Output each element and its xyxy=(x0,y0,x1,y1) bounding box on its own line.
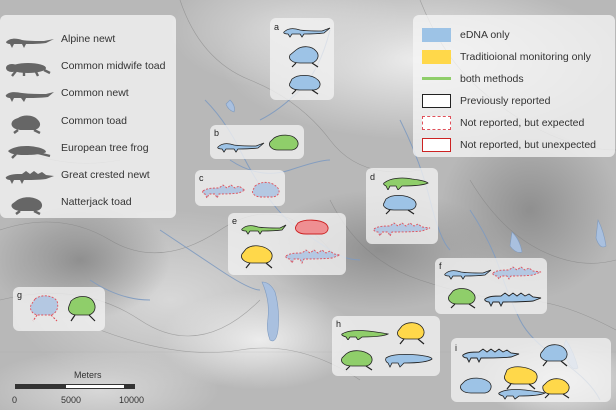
legend-label: Natterjack toad xyxy=(61,196,132,208)
species-legend: Alpine newt Common midwife toad Common n… xyxy=(0,15,176,218)
method-label: both methods xyxy=(460,73,524,85)
method-label: Traditioional monitoring only xyxy=(460,51,591,63)
european-tree-frog-icon xyxy=(498,389,547,400)
great-crested-newt-icon xyxy=(373,222,431,238)
common-toad-icon xyxy=(241,245,273,269)
site-a: a xyxy=(270,18,334,100)
scale-tick: 5000 xyxy=(61,395,82,405)
european-tree-frog-icon xyxy=(241,224,287,235)
natterjack-toad-icon xyxy=(252,181,280,198)
site-letter: h xyxy=(336,319,342,329)
site-letter: g xyxy=(17,290,23,300)
common-toad-icon xyxy=(460,377,492,394)
scale-segment xyxy=(125,384,135,389)
legend-item-alpine-newt: Alpine newt xyxy=(0,30,176,52)
legend-label: European tree frog xyxy=(61,142,149,154)
site-letter: i xyxy=(455,343,457,353)
alpine-newt-icon xyxy=(217,142,265,153)
legend-label: Great crested newt xyxy=(61,169,150,181)
site-letter: b xyxy=(214,128,220,138)
scale-tick: 0 xyxy=(12,395,18,405)
edna-swatch xyxy=(422,28,451,42)
common-toad-icon xyxy=(540,344,568,367)
great-crested-newt-icon xyxy=(5,171,54,184)
method-label: Not reported, but expected xyxy=(460,117,585,129)
site-letter: d xyxy=(370,172,376,182)
legend-item-edna-only: eDNA only xyxy=(413,25,615,45)
natterjack-toad-icon xyxy=(11,197,43,215)
site-letter: e xyxy=(232,216,238,226)
legend-label: Common newt xyxy=(61,87,129,99)
scale-segment xyxy=(15,384,65,389)
unexpected-swatch xyxy=(422,138,451,152)
common-midwife-toad-icon xyxy=(504,366,538,390)
legend-label: Common midwife toad xyxy=(61,60,166,72)
site-c: c xyxy=(195,170,285,206)
legend-label: Common toad xyxy=(61,115,127,127)
european-tree-frog-icon xyxy=(341,330,390,340)
common-midwife-toad-icon xyxy=(383,194,417,215)
scale-tick: 10000 xyxy=(119,395,145,405)
method-legend: eDNA only Traditioional monitoring only … xyxy=(413,15,615,157)
reported-swatch xyxy=(422,94,451,108)
site-e: e xyxy=(228,213,346,275)
common-midwife-toad-icon xyxy=(385,354,433,368)
legend-item-traditional-only: Traditioional monitoring only xyxy=(413,47,615,67)
site-f: f xyxy=(435,258,547,314)
site-g: g xyxy=(13,287,105,331)
site-d: d xyxy=(366,168,438,244)
traditional-swatch xyxy=(422,50,451,64)
european-tree-frog-icon xyxy=(68,296,96,322)
both-swatch xyxy=(422,77,451,80)
legend-item-common-midwife-toad: Common midwife toad xyxy=(0,57,176,79)
legend-item-both-methods: both methods xyxy=(413,69,615,89)
natterjack-toad-icon xyxy=(542,378,570,399)
site-i: i xyxy=(451,338,611,402)
common-midwife-toad-icon xyxy=(6,63,51,77)
legend-item-expected: Not reported, but expected xyxy=(413,113,615,133)
site-b: b xyxy=(210,125,304,159)
alpine-newt-icon xyxy=(444,269,492,280)
scale-segment xyxy=(65,384,125,389)
great-crested-newt-icon xyxy=(285,249,342,265)
legend-item-common-newt: Common newt xyxy=(0,84,176,106)
scale-title: Meters xyxy=(74,370,102,380)
site-h: h xyxy=(332,316,440,376)
method-label: Previously reported xyxy=(460,95,551,107)
common-toad-icon xyxy=(269,134,299,151)
great-crested-newt-icon xyxy=(492,266,542,280)
alpine-newt-icon xyxy=(6,38,54,48)
great-crested-newt-icon xyxy=(462,348,520,364)
european-tree-frog-icon xyxy=(383,177,429,190)
expected-swatch xyxy=(422,116,451,130)
scale-bar: Meters 0 5000 10000 xyxy=(12,370,195,410)
method-label: Not reported, but unexpected xyxy=(460,139,597,151)
site-letter: c xyxy=(199,173,204,183)
legend-item-great-crested-newt: Great crested newt xyxy=(0,166,176,188)
legend-item-previously-reported: Previously reported xyxy=(413,91,615,111)
common-toad-icon xyxy=(11,115,41,134)
method-label: eDNA only xyxy=(460,29,510,41)
common-toad-icon xyxy=(30,295,59,322)
common-toad-icon xyxy=(341,350,373,371)
legend-item-unexpected: Not reported, but unexpected xyxy=(413,135,615,155)
site-letter: a xyxy=(274,22,280,32)
common-midwife-toad-icon xyxy=(295,219,329,235)
site-letter: f xyxy=(439,261,442,271)
common-toad-icon xyxy=(397,322,425,345)
great-crested-newt-icon xyxy=(202,184,247,200)
european-tree-frog-icon xyxy=(8,146,51,159)
natterjack-toad-icon xyxy=(289,74,321,95)
alpine-newt-icon xyxy=(283,27,331,38)
legend-item-european-tree-frog: European tree frog xyxy=(0,139,176,161)
legend-item-common-toad: Common toad xyxy=(0,112,176,134)
common-newt-icon xyxy=(5,92,54,102)
legend-label: Alpine newt xyxy=(61,33,116,45)
common-toad-icon xyxy=(448,288,476,309)
great-crested-newt-icon xyxy=(484,292,542,308)
common-toad-icon xyxy=(289,46,319,68)
legend-item-natterjack-toad: Natterjack toad xyxy=(0,193,176,215)
